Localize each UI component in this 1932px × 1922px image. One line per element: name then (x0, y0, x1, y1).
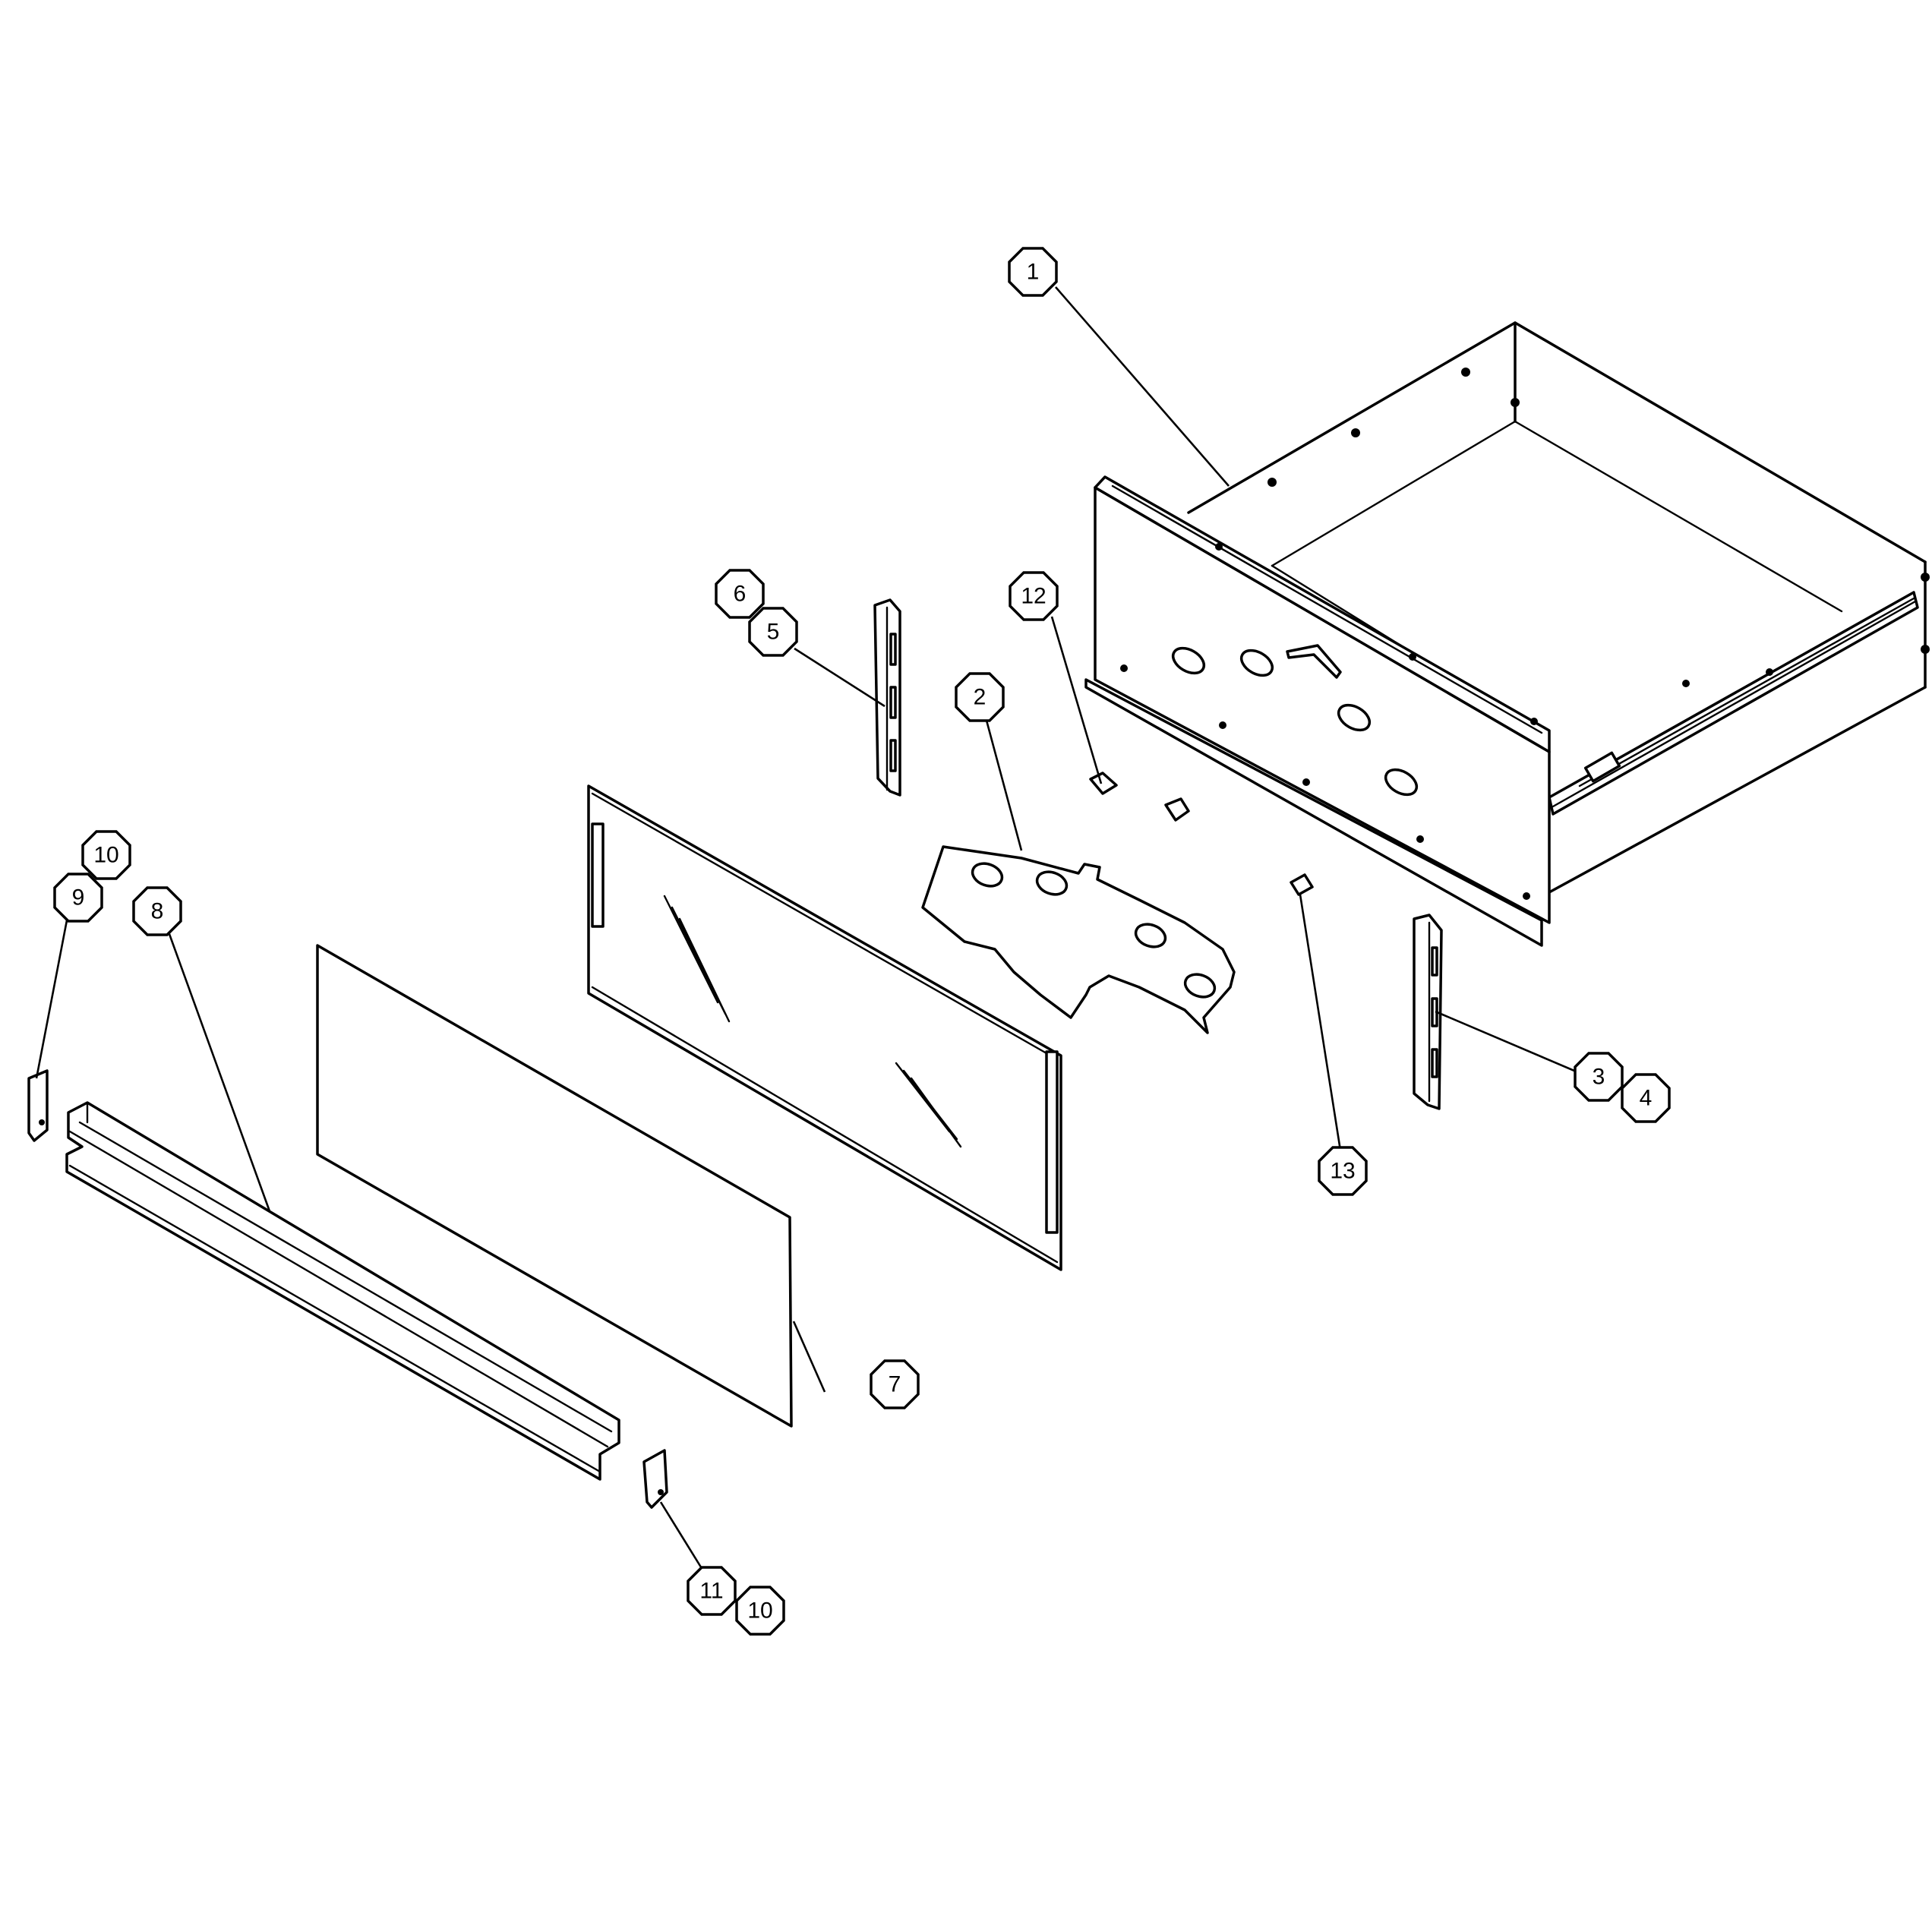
callout-3: 3 (1574, 1052, 1624, 1102)
callout-7: 7 (870, 1359, 920, 1409)
callout-9: 9 (53, 873, 103, 923)
callout-6-label: 6 (734, 582, 747, 607)
callout-8-label: 8 (151, 899, 164, 924)
callout-8: 8 (132, 886, 182, 936)
callout-4: 4 (1621, 1073, 1671, 1123)
part-11-end-cap (642, 1449, 668, 1509)
callout-1: 1 (1008, 247, 1058, 297)
callout-6: 6 (715, 569, 765, 619)
callout-5-label: 5 (767, 620, 780, 645)
callout-11: 11 (687, 1566, 737, 1616)
callout-5: 5 (748, 607, 798, 657)
callout-7-label: 7 (889, 1372, 901, 1397)
part-3-4-rail-bracket (1413, 914, 1443, 1110)
callout-10-lower-label: 10 (747, 1599, 772, 1624)
callout-2: 2 (955, 672, 1005, 722)
callout-labels: 1 2 3 4 5 6 7 8 (53, 247, 1671, 1636)
callout-10-upper-label: 10 (93, 843, 118, 868)
spacer (1164, 797, 1190, 822)
callout-10-upper: 10 (81, 830, 131, 880)
part-8-trim-channel (65, 1101, 620, 1481)
part-13-fastener (1290, 873, 1314, 896)
callout-4-label: 4 (1640, 1086, 1653, 1111)
callout-1-label: 1 (1027, 260, 1040, 285)
callout-3-label: 3 (1593, 1065, 1605, 1090)
callout-12-label: 12 (1021, 584, 1046, 609)
part-7-glass-pane (316, 944, 793, 1428)
callout-11-label: 11 (699, 1579, 723, 1604)
callout-9-label: 9 (72, 885, 85, 911)
glass-door-panel (587, 784, 1062, 1271)
callout-2-label: 2 (974, 685, 987, 710)
callout-12: 12 (1009, 571, 1059, 621)
leader-lines (35, 286, 1580, 1570)
callout-10-lower: 10 (735, 1586, 785, 1636)
part-9-end-cap (27, 1069, 49, 1142)
callout-13-label: 13 (1330, 1159, 1355, 1184)
drawer-box (1084, 321, 1930, 947)
callout-13: 13 (1318, 1146, 1368, 1196)
part-5-6-rail-bracket (873, 598, 901, 797)
part-2-heat-shield (921, 845, 1236, 1034)
part-12-fastener (1089, 772, 1118, 795)
